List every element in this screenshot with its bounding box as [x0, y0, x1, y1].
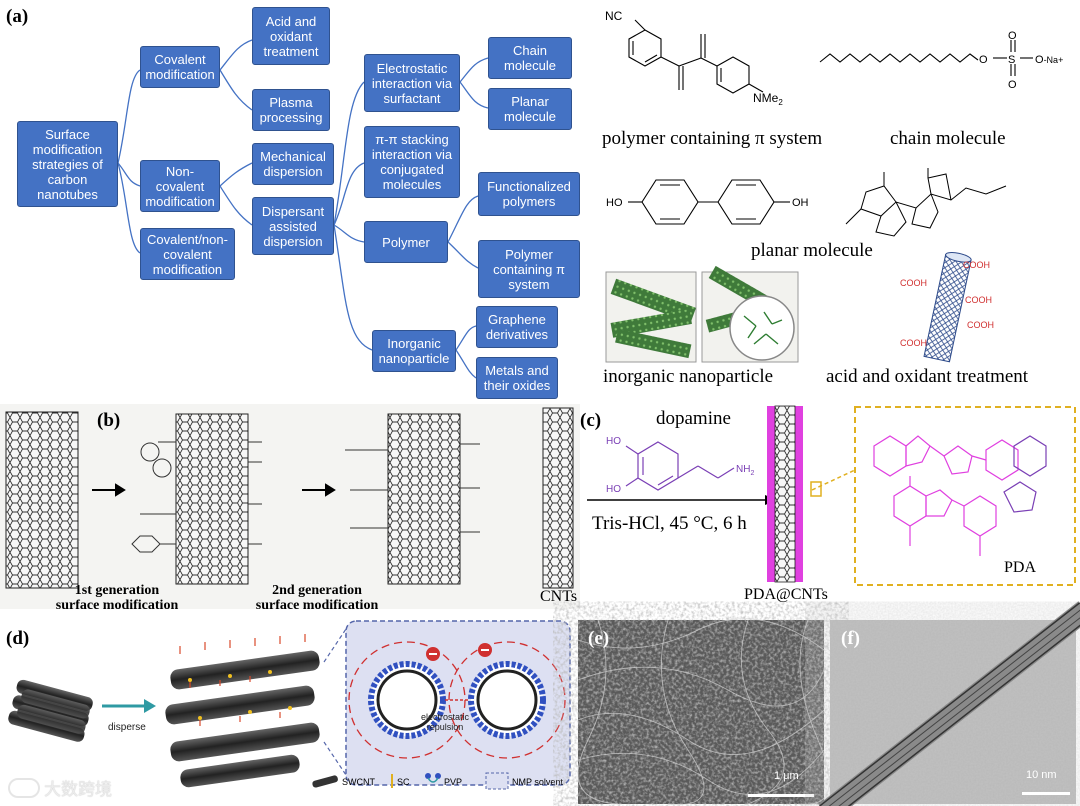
panel-c-conditions: Tris-HCl, 45 °C, 6 h [592, 513, 747, 534]
label-nme2: NMe2 [753, 91, 783, 107]
flow-polymer: Polymer [364, 221, 448, 263]
panel-d-bundle-before [8, 679, 93, 742]
panel-d-dispersed-tubes [165, 634, 320, 788]
panel-d-arrow [102, 699, 156, 713]
panel-d-repulsion-label: electrostatic repulsion [420, 712, 470, 732]
reaction-arrow [587, 495, 777, 505]
cooh-1: COOH [963, 260, 990, 270]
legend-pvp: PVP [444, 777, 463, 787]
label-ho: HO [606, 197, 623, 209]
panel-c-product: PDA@CNTs [744, 586, 828, 603]
panel-label-f: (f) [841, 628, 860, 649]
legend-sc: SC [397, 777, 410, 787]
watermark-text: 大数跨境 [44, 780, 112, 800]
panel-label-c: (c) [580, 410, 602, 431]
panel-label-e: (e) [588, 628, 610, 649]
panel-label-d: (d) [6, 628, 30, 649]
flow-electrostatic: Electrostatic interaction via surfactant [364, 54, 460, 112]
flow-noncovalent: Non- covalent modification [140, 160, 220, 212]
flow-covnoncov: Covalent/non- covalent modification [140, 228, 235, 280]
label-o3: O [1008, 79, 1017, 91]
panel-f-scalebar: 10 nm [1026, 769, 1057, 781]
label-oh: OH [792, 197, 809, 209]
flow-dispersant: Dispersant assisted dispersion [252, 197, 334, 255]
flow-polypi: Polymer containing π system [478, 240, 580, 298]
panel-b-gen1: 1st generation surface modification [55, 583, 179, 613]
flow-pipi: π-π stacking interaction via conjugated … [364, 126, 460, 198]
flow-metals: Metals and their oxides [476, 357, 558, 399]
structure-biphenol: HO OH [606, 179, 809, 225]
dopamine-ho-1: HO [606, 436, 621, 447]
flow-covalent: Covalent modification [140, 46, 220, 88]
cooh-2: COOH [900, 278, 927, 288]
flow-plasma: Plasma processing [252, 89, 330, 131]
panel-label-b: (b) [97, 410, 121, 431]
watermark: 大数跨境 [8, 775, 112, 800]
label-nc: NC [605, 9, 623, 23]
caption-chain-molecule: chain molecule [890, 128, 1006, 149]
flowchart-connectors [117, 39, 489, 379]
structure-steroid [845, 168, 1007, 237]
flow-inorganic: Inorganic nanoparticle [372, 330, 456, 372]
cooh-3: COOH [965, 295, 992, 305]
legend-nmp: NMP solvent [512, 777, 563, 787]
legend-swcnt: SWCNT [342, 777, 375, 787]
label-ona: O-Na+ [1035, 54, 1063, 66]
dopamine-nh2: NH2 [736, 464, 754, 477]
pda-zoom-connector [811, 469, 856, 491]
panel-c-dopamine: dopamine [656, 408, 731, 429]
panel-label-a: (a) [6, 6, 29, 27]
panel-b-gen2: 2nd generation surface modification [255, 583, 379, 613]
caption-inorganic-nanoparticle: inorganic nanoparticle [603, 366, 774, 387]
panel-e-scalebar: 1 μm [774, 770, 799, 782]
caption-polymer-pi: polymer containing π system [602, 128, 823, 149]
panel-f-tem-image [818, 601, 1080, 806]
label-o2: O [1008, 30, 1017, 42]
cooh-5: COOH [900, 338, 927, 348]
panel-b-background [0, 404, 580, 609]
pda-cnt-tube [767, 405, 822, 583]
flow-root: Surface modification strategies of carbo… [17, 121, 118, 207]
flow-chain: Chain molecule [488, 37, 572, 79]
caption-acid-oxidant: acid and oxidant treatment [826, 366, 1029, 387]
panel-d-disperse: disperse [108, 722, 146, 733]
panel-c-pda: PDA [1004, 559, 1037, 576]
flow-mechanical: Mechanical dispersion [252, 143, 334, 185]
flow-funcpoly: Functionalized polymers [478, 172, 580, 216]
label-o1: O [979, 54, 988, 66]
flow-planar: Planar molecule [488, 88, 572, 130]
structure-dopamine: HO HO NH2 [606, 436, 754, 495]
image-acid-oxidant-cnt: COOH COOH COOH COOH COOH [900, 252, 994, 363]
flow-graphene: Graphene derivatives [476, 306, 558, 348]
panel-e-sem-image [577, 618, 830, 805]
structure-polymer-pi: NC NMe2 [605, 9, 783, 107]
panel-d-repulsion-box [345, 620, 571, 786]
structure-chain-molecule: O S O O O-Na+ [819, 30, 1063, 91]
caption-planar-molecule: planar molecule [751, 240, 873, 261]
image-inorganic-nanoparticle [605, 265, 799, 363]
panel-d-zoom-lines [323, 625, 349, 779]
dopamine-ho-2: HO [606, 484, 621, 495]
flow-acid: Acid and oxidant treatment [252, 7, 330, 65]
pda-structure-box [854, 406, 1076, 586]
panel-d-legend-icons [312, 772, 509, 790]
watermark-logo-icon [8, 777, 40, 798]
panel-b-cnts: CNTs [540, 588, 578, 605]
cooh-4: COOH [967, 320, 994, 330]
label-s: S [1008, 54, 1015, 66]
